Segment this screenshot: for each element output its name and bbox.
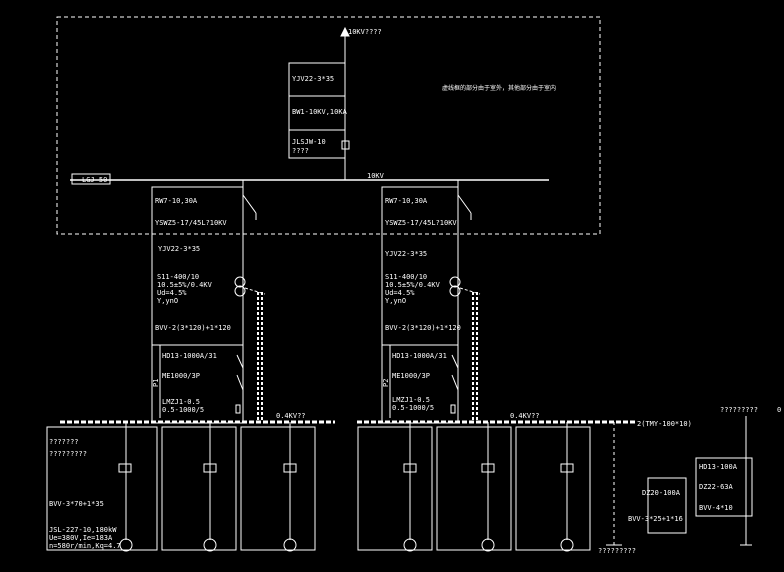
distribution-breaker: DZ20-100A — [642, 489, 681, 497]
panel-lv-3 — [357, 426, 433, 551]
side-cable: BVV-4*10 — [699, 504, 733, 512]
panel-lv-5 — [515, 426, 591, 551]
branch-1-lv-cable: BVV-2(3*120)+1*120 — [155, 324, 231, 332]
branch-1-impedance: Ud=4.5% — [157, 289, 187, 297]
fuse-value-label: ???? — [292, 147, 309, 155]
motor-panel-line1: ??????? — [49, 438, 79, 446]
motor-spec1: Ue=380V,Ie=183A — [49, 534, 113, 542]
side-top-label: ????????? — [720, 406, 758, 414]
fuse-type-label: JLSJW-10 — [292, 138, 326, 146]
branch-2-transformer: S11-400/10 — [385, 273, 427, 281]
busbar-label-box — [71, 173, 111, 185]
branch-1-connection: Y,ynO — [157, 297, 178, 305]
panel-lv-4 — [436, 426, 512, 551]
branch-1-switch: HD13-1000A/31 — [162, 352, 217, 360]
branch-1-cable: YJV22-3*35 — [158, 245, 200, 253]
branch-1-breaker: ME1000/3P — [162, 372, 200, 380]
side-switch: HD13-100A — [699, 463, 738, 471]
branch-1-ratio: 10.5±5%/0.4KV — [157, 281, 213, 289]
motor-spec2: n=580r/min,Kq=4.7 — [49, 542, 121, 550]
branch-2-cable: YJV22-3*35 — [385, 250, 427, 258]
panel-lv-1 — [161, 426, 237, 551]
branch-2-connection: Y,ynO — [385, 297, 406, 305]
incoming-switch-label: BW1-10KV,10KA — [292, 108, 348, 116]
panel-motor — [46, 426, 158, 551]
incoming-label: 10KV???? — [348, 28, 382, 36]
lv-bus-right-voltage: 0.4KV?? — [510, 412, 540, 420]
branch-2-fuse: RW7-10,30A — [385, 197, 428, 205]
transformer-2-icon — [449, 276, 461, 288]
branch-2-switch: HD13-1000A/31 — [392, 352, 447, 360]
panel-side — [695, 457, 753, 517]
distribution-label: ????????? — [598, 547, 636, 555]
branch-1-arrester: YSWZ5-17/45L?10KV — [155, 219, 227, 227]
branch-2-panel: P2 — [382, 379, 390, 387]
branch-2-ct-type: LMZJ1-0.5 — [392, 396, 430, 404]
distribution-cable: BVV-3*25+1*16 — [628, 515, 683, 523]
branch-1-ct-type: LMZJ1-0.5 — [162, 398, 200, 406]
motor-panel-line2: ????????? — [49, 450, 87, 458]
busbar-name: LGJ-50 — [82, 176, 107, 184]
branch-1-fuse: RW7-10,30A — [155, 197, 198, 205]
incoming-cable-label: YJV22-3*35 — [292, 75, 334, 83]
lv-bus-left-voltage: 0.4KV?? — [276, 412, 306, 420]
panel-lv-2 — [240, 426, 316, 551]
branch-2-ct-ratio: 0.5-1000/5 — [392, 404, 434, 412]
motor-panel-cable: BVV-3*70+1*35 — [49, 500, 104, 508]
branch-2-breaker: ME1000/3P — [392, 372, 430, 380]
hv-bus-voltage: 10KV — [367, 172, 385, 180]
branch-1-transformer: S11-400/10 — [157, 273, 199, 281]
branch-1-panel: P1 — [152, 379, 160, 387]
branch-2-impedance: Ud=4.5% — [385, 289, 415, 297]
incoming-equipment-box — [288, 62, 346, 159]
branch-2-ratio: 10.5±5%/0.4KV — [385, 281, 441, 289]
panel-distribution — [647, 477, 687, 534]
fuse-icon — [341, 140, 350, 150]
incoming-arrow-icon — [340, 26, 350, 37]
branch-1-ct-ratio: 0.5-1000/5 — [162, 406, 204, 414]
lv-bus-right-label: 2(TMY-100*10) — [637, 420, 692, 428]
ct-2-icon — [450, 404, 456, 414]
side-mark: 0 — [777, 406, 781, 414]
branch-2-lv-cable: BVV-2(3*120)+1*120 — [385, 324, 461, 332]
side-breaker: DZ22-63A — [699, 483, 734, 491]
transformer-1-icon — [234, 276, 246, 288]
outdoor-boundary — [56, 16, 601, 235]
branch-2-arrester: YSWZ5-17/45L?10KV — [385, 219, 457, 227]
motor-model: JSL-227-10,180kW — [49, 526, 117, 534]
boundary-note: 虚线框的部分由于室外，其他部分由于室内 — [442, 84, 556, 92]
ct-1-icon — [235, 404, 241, 414]
